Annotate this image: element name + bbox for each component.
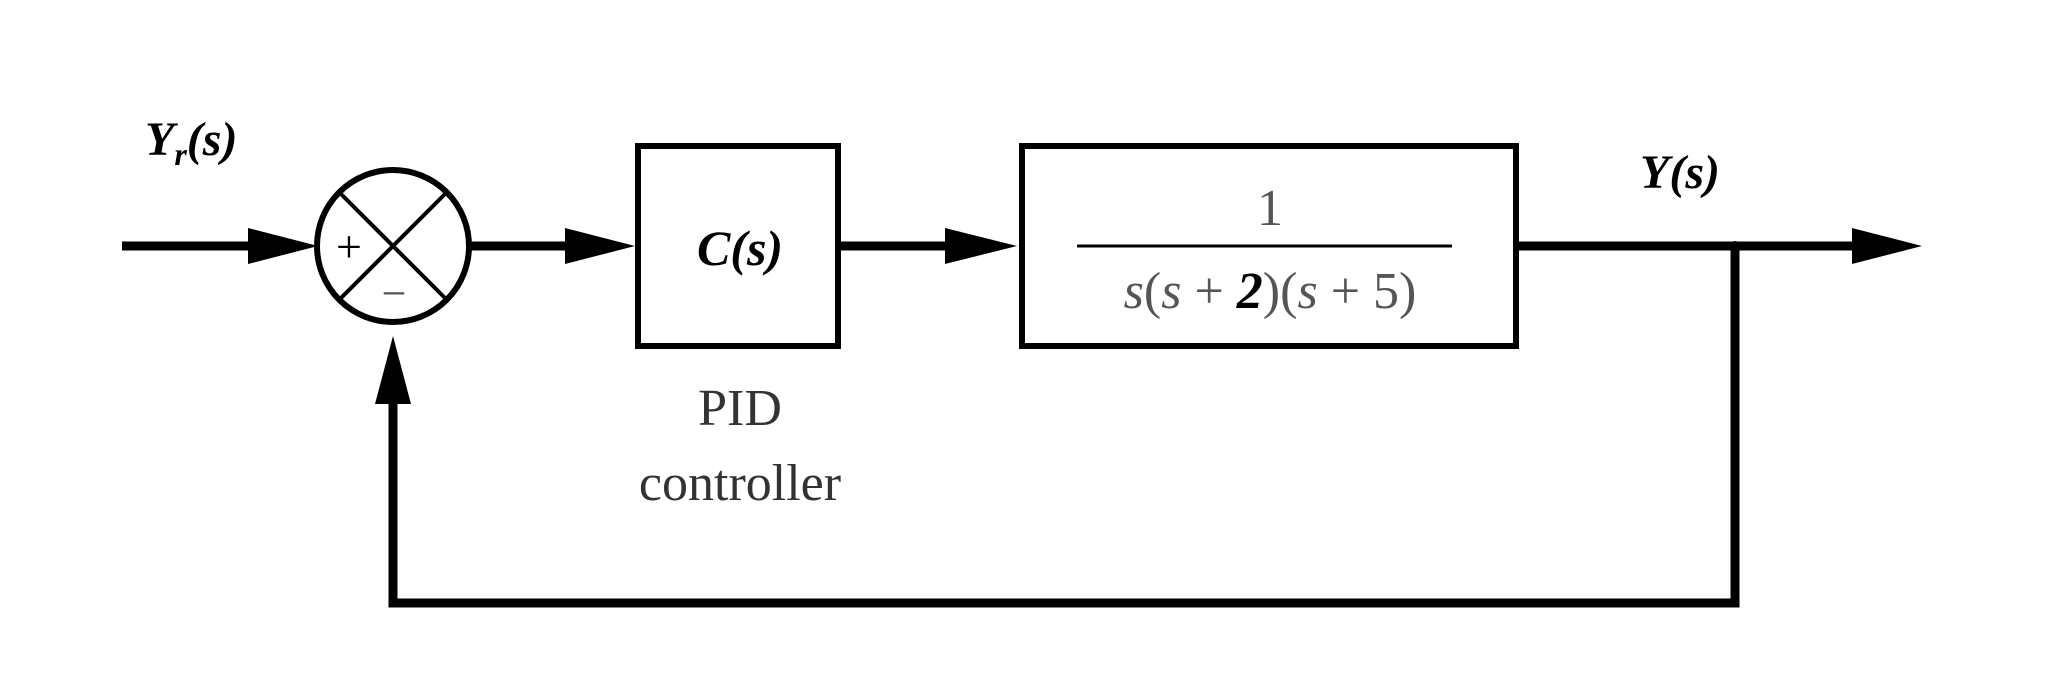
plant-den-plus2: + 5) (1318, 263, 1417, 320)
minus-sign: − (382, 269, 407, 318)
summing-junction: + − (314, 167, 472, 325)
controller-caption-line1: PID (698, 380, 782, 437)
plant-den-plus1: + (1181, 263, 1236, 320)
plant-den-s3: s (1297, 263, 1317, 320)
junction-to-controller-arrowhead (565, 228, 635, 264)
controller-label: C(s) (697, 220, 783, 276)
input-signal-arg: (s) (187, 113, 238, 166)
output-branch-point (1730, 241, 1740, 251)
plant-den-s1: s (1124, 263, 1144, 320)
plant-den-two: 2 (1236, 263, 1263, 320)
feedback-path (388, 246, 1740, 608)
feedback-arrowhead (375, 336, 411, 404)
input-signal-subscript: r (174, 136, 187, 172)
summing-junction-cross-2 (337, 190, 449, 302)
controller-to-plant-arrowhead (945, 228, 1017, 264)
plant-den-open1: ( (1144, 263, 1161, 320)
output-arrowhead (1852, 228, 1922, 264)
controller-caption-line2: controller (639, 455, 841, 512)
output-signal-label: Y(s) (1640, 146, 1720, 199)
input-signal-label: Yr(s) (145, 113, 237, 172)
plant-den-s2: s (1161, 263, 1181, 320)
plus-sign: + (336, 221, 362, 272)
plant-den-close1: )( (1263, 263, 1298, 320)
input-arrowhead (248, 228, 318, 264)
input-signal-main: Y (145, 113, 178, 166)
plant-denominator: s(s + 2)(s + 5) (1124, 263, 1417, 320)
plant-numerator: 1 (1257, 180, 1283, 237)
